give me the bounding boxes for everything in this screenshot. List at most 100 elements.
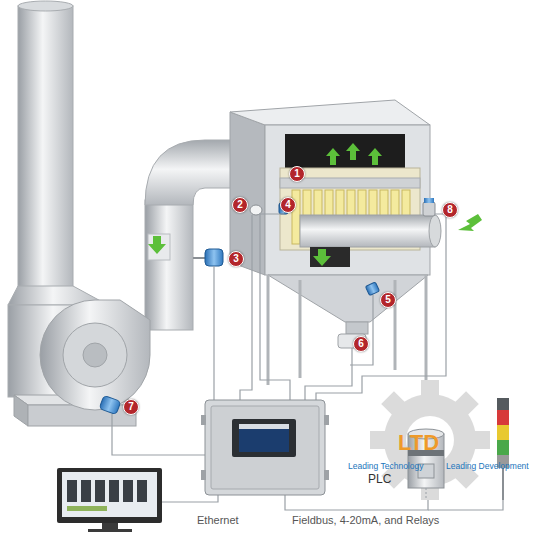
latch xyxy=(324,470,329,480)
connection-label: Fieldbus, 4-20mA, and Relays xyxy=(292,514,439,526)
support-legs xyxy=(268,275,426,385)
signal-wire xyxy=(240,215,252,400)
stack-light-cap xyxy=(497,398,509,410)
callout-text: 5 xyxy=(385,295,391,305)
callout-number: 8 xyxy=(442,202,458,218)
screen-bar xyxy=(67,506,107,511)
fan-inlet xyxy=(63,323,127,387)
screen-header xyxy=(239,424,289,429)
support-leg xyxy=(267,275,270,385)
stack-light-green xyxy=(497,440,509,455)
level-sensor xyxy=(365,282,379,296)
watermark-logo: LTD xyxy=(398,430,439,456)
screen-gauge xyxy=(123,480,133,502)
base-platform-side xyxy=(14,395,28,426)
vertical-duct xyxy=(145,200,193,330)
inlet-opening xyxy=(310,247,350,267)
latch xyxy=(201,470,206,480)
callout-number: 1 xyxy=(289,166,305,182)
watermark-text: Leading Technology xyxy=(348,461,423,471)
signal-wire xyxy=(305,348,352,400)
stack-light-red xyxy=(497,410,509,425)
screen-gauge xyxy=(95,480,105,502)
signal-wire xyxy=(350,295,373,365)
fieldbus-wire xyxy=(285,495,428,510)
support-leg xyxy=(425,275,428,380)
stack-light-pole xyxy=(502,468,504,500)
plenum-cutaway xyxy=(285,134,405,168)
flow-arrow xyxy=(313,249,331,266)
gear-tooth xyxy=(452,391,479,418)
signal-wires xyxy=(112,214,503,510)
fan-sensor xyxy=(99,395,121,414)
ethernet-wire xyxy=(162,495,218,502)
stack-light-yellow xyxy=(497,425,509,440)
monitor-screen xyxy=(62,472,157,517)
callout-text: 1 xyxy=(294,169,300,179)
connection-label: Ethernet xyxy=(197,514,239,526)
controller-door xyxy=(211,406,319,489)
monitor-frame xyxy=(57,468,162,523)
controller-bezel xyxy=(232,419,296,457)
pulse-valve xyxy=(423,202,435,216)
collector-roof xyxy=(230,100,430,125)
plc-lead xyxy=(426,488,427,500)
callout-number: 5 xyxy=(380,292,396,308)
flow-arrow xyxy=(326,148,340,165)
callout-text: 7 xyxy=(128,402,134,412)
flow-arrow xyxy=(458,214,482,231)
inlet-duct-end xyxy=(429,215,441,247)
callout-text: 6 xyxy=(358,339,364,349)
hopper-outlet xyxy=(346,322,368,334)
stack-top xyxy=(18,1,73,11)
flow-arrow xyxy=(148,236,166,254)
gear-tooth xyxy=(370,431,390,449)
callout-number: 4 xyxy=(280,197,296,213)
monitor-base xyxy=(88,529,132,532)
gear-tooth xyxy=(421,380,439,400)
controller-enclosure xyxy=(205,400,325,495)
gear-tooth xyxy=(470,431,490,449)
screen-gauge xyxy=(137,480,147,502)
pressure-sensor xyxy=(205,249,223,266)
signal-wire xyxy=(260,214,290,400)
clean-air-arrows xyxy=(326,143,382,165)
device-label: PLC xyxy=(368,472,391,486)
callout-text: 8 xyxy=(447,205,453,215)
flow-arrow xyxy=(368,148,382,165)
gear-tooth xyxy=(381,391,408,418)
collector-front xyxy=(265,125,430,275)
controller-screen xyxy=(239,424,289,452)
pulse-valve-cap xyxy=(424,198,434,203)
signal-wire xyxy=(112,414,205,455)
fan-hub xyxy=(83,343,107,367)
monitor-stand xyxy=(102,523,118,529)
signal-wire xyxy=(213,266,214,400)
callout-number: 7 xyxy=(123,399,139,415)
screen-gauge xyxy=(81,480,91,502)
callout-text: 4 xyxy=(285,200,291,210)
latch xyxy=(324,415,329,425)
stack-pipe xyxy=(18,6,73,290)
flow-arrow xyxy=(346,143,360,160)
screen-gauge xyxy=(67,480,77,502)
screen-gauge xyxy=(109,480,119,502)
callout-text: 3 xyxy=(233,254,239,264)
watermark-text: Leading Development xyxy=(446,461,529,471)
sensor-rod xyxy=(193,257,206,259)
latch xyxy=(201,415,206,425)
fan-housing xyxy=(40,300,150,410)
signal-wire xyxy=(316,214,446,400)
callout-text: 2 xyxy=(237,200,243,210)
duct-port xyxy=(148,234,170,260)
callout-number: 6 xyxy=(353,336,369,352)
inlet-duct xyxy=(300,215,435,247)
relay-wire xyxy=(428,500,503,510)
screen-gauges xyxy=(67,480,147,502)
callout-number: 2 xyxy=(232,197,248,213)
hopper xyxy=(268,275,428,322)
callout-number: 3 xyxy=(228,251,244,267)
support-leg xyxy=(394,280,397,370)
support-leg xyxy=(299,280,302,378)
